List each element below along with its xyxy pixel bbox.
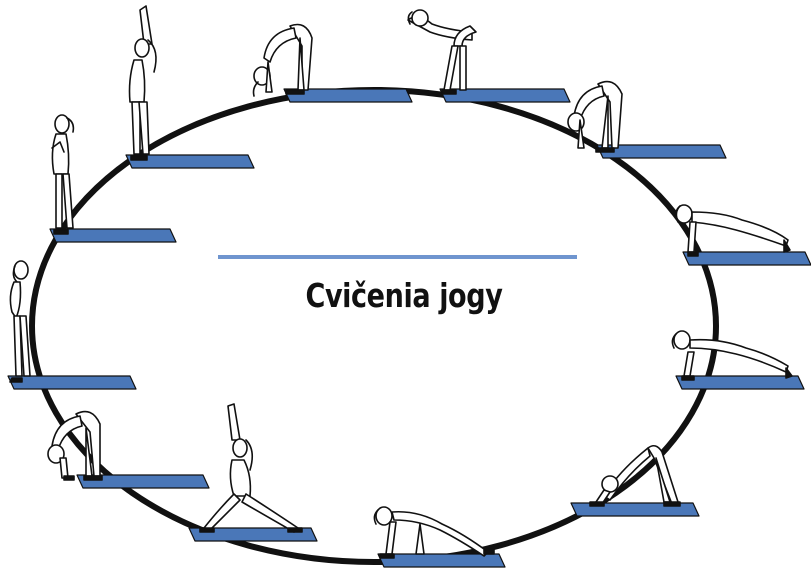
- yoga-mat: [188, 527, 318, 542]
- forward-bend-figure-icon: [567, 80, 623, 153]
- low-plank-figure-icon: [671, 330, 793, 381]
- yoga-mat: [675, 375, 805, 390]
- yoga-mat: [7, 375, 137, 390]
- yoga-mat: [283, 88, 413, 103]
- yoga-mat: [596, 144, 727, 159]
- lunge-figure-icon: [373, 506, 495, 559]
- standing-figure-icon: [9, 260, 31, 383]
- yoga-mat: [76, 474, 210, 489]
- warrior-figure-icon: [199, 403, 303, 533]
- arms-raised-figure-icon: [128, 5, 157, 161]
- forward-bend-figure-icon: [47, 410, 103, 481]
- yoga-mat: [49, 228, 177, 243]
- downward-dog-figure-icon: [589, 444, 681, 507]
- prayer-figure-icon: [51, 114, 75, 235]
- yoga-mat: [682, 251, 811, 266]
- yoga-mat: [439, 88, 571, 103]
- half-bend-figure-icon: [407, 9, 477, 95]
- forward-bend-figure-icon: [252, 23, 313, 97]
- plank-figure-icon: [675, 204, 791, 257]
- diagram-title: Cvičenia jogy: [305, 276, 503, 315]
- yoga-mat: [377, 553, 506, 568]
- yoga-mat: [125, 154, 255, 169]
